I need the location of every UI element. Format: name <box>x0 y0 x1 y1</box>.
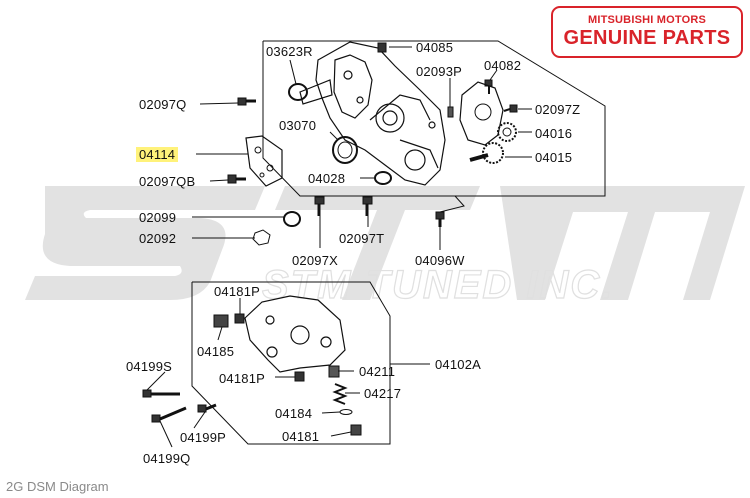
bolt-04199Q <box>151 406 187 423</box>
part-label-03623R: 03623R <box>266 44 313 59</box>
plug-04181 <box>350 424 362 436</box>
part-label-04185: 04185 <box>197 344 235 359</box>
gasket-04184 <box>339 409 353 415</box>
bolt-04199P <box>197 403 217 413</box>
part-label-03070: 03070 <box>279 118 317 133</box>
part-label-02097T: 02097T <box>339 231 385 246</box>
badge-title-text: GENUINE PARTS <box>563 27 731 49</box>
bolt-02097Q <box>237 97 256 106</box>
upper-assembly-outline <box>262 40 606 197</box>
part-label-04199P: 04199P <box>180 430 227 445</box>
lower-assembly-outline <box>191 281 391 445</box>
plug-04085 <box>377 42 387 53</box>
part-label-02092: 02092 <box>139 231 177 246</box>
part-label-04217: 04217 <box>364 386 402 401</box>
mitsubishi-genuine-parts-badge: MITSUBISHI MOTORS GENUINE PARTS <box>551 6 743 58</box>
bolt-02097T <box>362 196 373 216</box>
part-label-02097Q: 02097Q <box>139 97 187 112</box>
bolt-04199S <box>142 389 180 398</box>
part-label-04181P-mid: 04181P <box>219 371 266 386</box>
part-label-02097QB: 02097QB <box>139 174 196 189</box>
part-label-04199S: 04199S <box>126 359 173 374</box>
oil-pump-housing-drawing <box>244 295 346 373</box>
part-label-04211: 04211 <box>359 364 396 379</box>
plunger-04211 <box>328 365 340 378</box>
part-label-02097X: 02097X <box>292 253 339 268</box>
bolt-04096W <box>435 211 445 227</box>
part-label-04085: 04085 <box>416 40 454 55</box>
leader-lines <box>146 46 532 448</box>
plug-04181P-top <box>234 313 245 324</box>
part-label-04096W: 04096W <box>415 253 465 268</box>
plug-02092 <box>252 229 271 246</box>
part-label-02093P: 02093P <box>416 64 463 79</box>
part-label-02099: 02099 <box>139 210 177 225</box>
pin-02093P <box>447 106 454 118</box>
part-label-02097Z: 02097Z <box>535 102 581 117</box>
gasket-04114 <box>245 135 283 187</box>
part-label-04015: 04015 <box>535 150 573 165</box>
plug-04181P-mid <box>294 371 305 382</box>
badge-brand-text: MITSUBISHI MOTORS <box>587 14 707 26</box>
diagram-caption: 2G DSM Diagram <box>6 479 109 494</box>
front-case-drawing <box>299 41 446 186</box>
part-label-04028: 04028 <box>308 171 346 186</box>
part-label-04102A: 04102A <box>435 357 482 372</box>
part-label-04181: 04181 <box>282 429 320 444</box>
part-label-04082: 04082 <box>484 58 522 73</box>
oil-seal-03070 <box>332 136 358 164</box>
nut-04185 <box>213 314 229 328</box>
gear-04016 <box>497 122 517 142</box>
oil-seal-03623R <box>288 83 308 101</box>
part-label-04114-highlighted: 04114 <box>136 147 179 162</box>
part-label-04199Q: 04199Q <box>143 451 191 466</box>
bolt-02097X <box>314 196 325 216</box>
gear-04015 <box>469 142 504 164</box>
part-label-04184: 04184 <box>275 406 313 421</box>
part-label-04181P-top: 04181P <box>214 284 261 299</box>
o-ring-04028 <box>374 171 392 185</box>
o-ring-02099 <box>283 211 301 227</box>
stm-watermark-logo <box>25 186 745 300</box>
watermark-tagline: STM TUNED INC. <box>262 263 614 307</box>
part-label-04016: 04016 <box>535 126 573 141</box>
spring-04217 <box>332 383 348 405</box>
pump-cover-drawing <box>459 81 504 146</box>
bolt-02097QB <box>227 174 246 184</box>
bolt-02097Z <box>503 104 518 113</box>
